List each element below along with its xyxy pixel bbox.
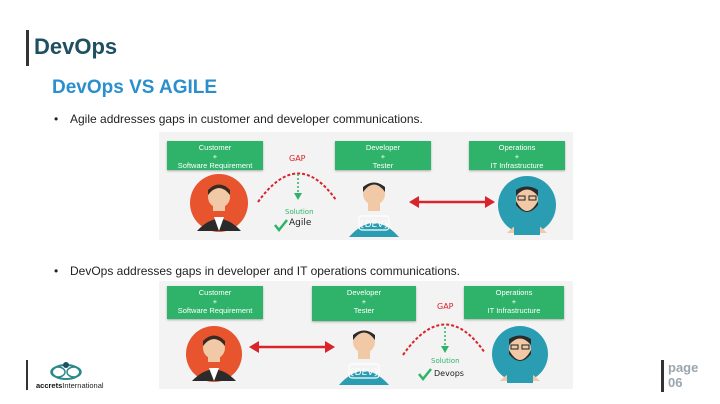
dev-badge-text: {DEV} <box>359 220 389 230</box>
developer-box: Developer + Tester <box>335 141 431 170</box>
gap-label: GAP <box>437 302 454 311</box>
dev-badge-text: {DEV} <box>349 368 379 378</box>
checkmark-icon <box>274 219 288 232</box>
box-line: Developer <box>346 288 382 297</box>
bullet-text: Agile addresses gaps in customer and dev… <box>70 112 423 126</box>
box-line: Tester <box>372 161 394 170</box>
diagram-devops: Customer + Software Requirement Develope… <box>159 281 573 389</box>
box-line: Software Requirement <box>177 306 253 315</box>
double-arrow-icon <box>249 341 335 353</box>
developer-avatar-icon: {DEV} <box>339 330 389 385</box>
customer-avatar-icon <box>186 326 242 382</box>
bullet-item-2: •DevOps addresses gaps in developer and … <box>54 264 460 278</box>
box-line: Tester <box>353 306 375 315</box>
box-line: + <box>212 152 218 161</box>
page-accent-bar <box>661 360 664 392</box>
box-line: IT Infrastructure <box>487 306 541 315</box>
accrets-logo-icon <box>50 362 82 380</box>
box-line: Operations <box>498 143 536 152</box>
customer-box: Customer + Software Requirement <box>167 141 263 170</box>
developer-avatar-icon: {DEV} <box>349 182 399 237</box>
customer-avatar-icon <box>190 174 248 232</box>
box-line: IT Infrastructure <box>490 161 544 170</box>
diagram-agile: Customer + Software Requirement Develope… <box>159 132 573 240</box>
customer-box: Customer + Software Requirement <box>167 286 263 319</box>
solution-name: Devops <box>434 369 464 378</box>
box-line: + <box>514 152 520 161</box>
logo-suffix: International <box>62 381 104 390</box>
page-word: page <box>668 360 699 375</box>
box-line: Software Requirement <box>177 161 253 170</box>
box-line: Developer <box>365 143 401 152</box>
box-line: + <box>511 297 517 306</box>
solution-label: Solution <box>431 357 460 365</box>
solution-name: Agile <box>289 218 312 228</box>
box-line: Operations <box>495 288 533 297</box>
gap-arc-icon <box>402 323 486 356</box>
box-line: + <box>361 297 367 306</box>
header-accent-bar <box>26 30 29 66</box>
page-number: 06 <box>668 375 683 390</box>
page-title: DevOps <box>34 34 118 59</box>
operations-box: Operations + IT Infrastructure <box>469 141 565 170</box>
checkmark-icon <box>418 368 432 381</box>
gap-arc-icon <box>257 172 337 203</box>
page-indicator: page 06 <box>668 360 698 390</box>
gap-label: GAP <box>289 154 306 163</box>
operations-box: Operations + IT Infrastructure <box>464 286 564 319</box>
double-arrow-icon <box>409 196 495 208</box>
box-line: Customer <box>198 143 232 152</box>
operations-avatar-icon <box>498 176 556 235</box>
slide-subtitle: DevOps VS AGILE <box>52 77 218 98</box>
developer-box: Developer + Tester <box>312 286 416 321</box>
box-line: + <box>380 152 386 161</box>
logo-wordmark: accretsInternational <box>36 381 104 390</box>
box-line: + <box>212 297 218 306</box>
footer-accent-bar <box>26 360 28 390</box>
box-line: Customer <box>198 288 232 297</box>
solution-label: Solution <box>285 208 314 216</box>
bullet-text: DevOps addresses gaps in developer and I… <box>70 264 460 278</box>
logo-brand: accrets <box>36 381 63 390</box>
operations-avatar-icon <box>492 326 548 383</box>
bullet-item-1: •Agile addresses gaps in customer and de… <box>54 112 423 126</box>
